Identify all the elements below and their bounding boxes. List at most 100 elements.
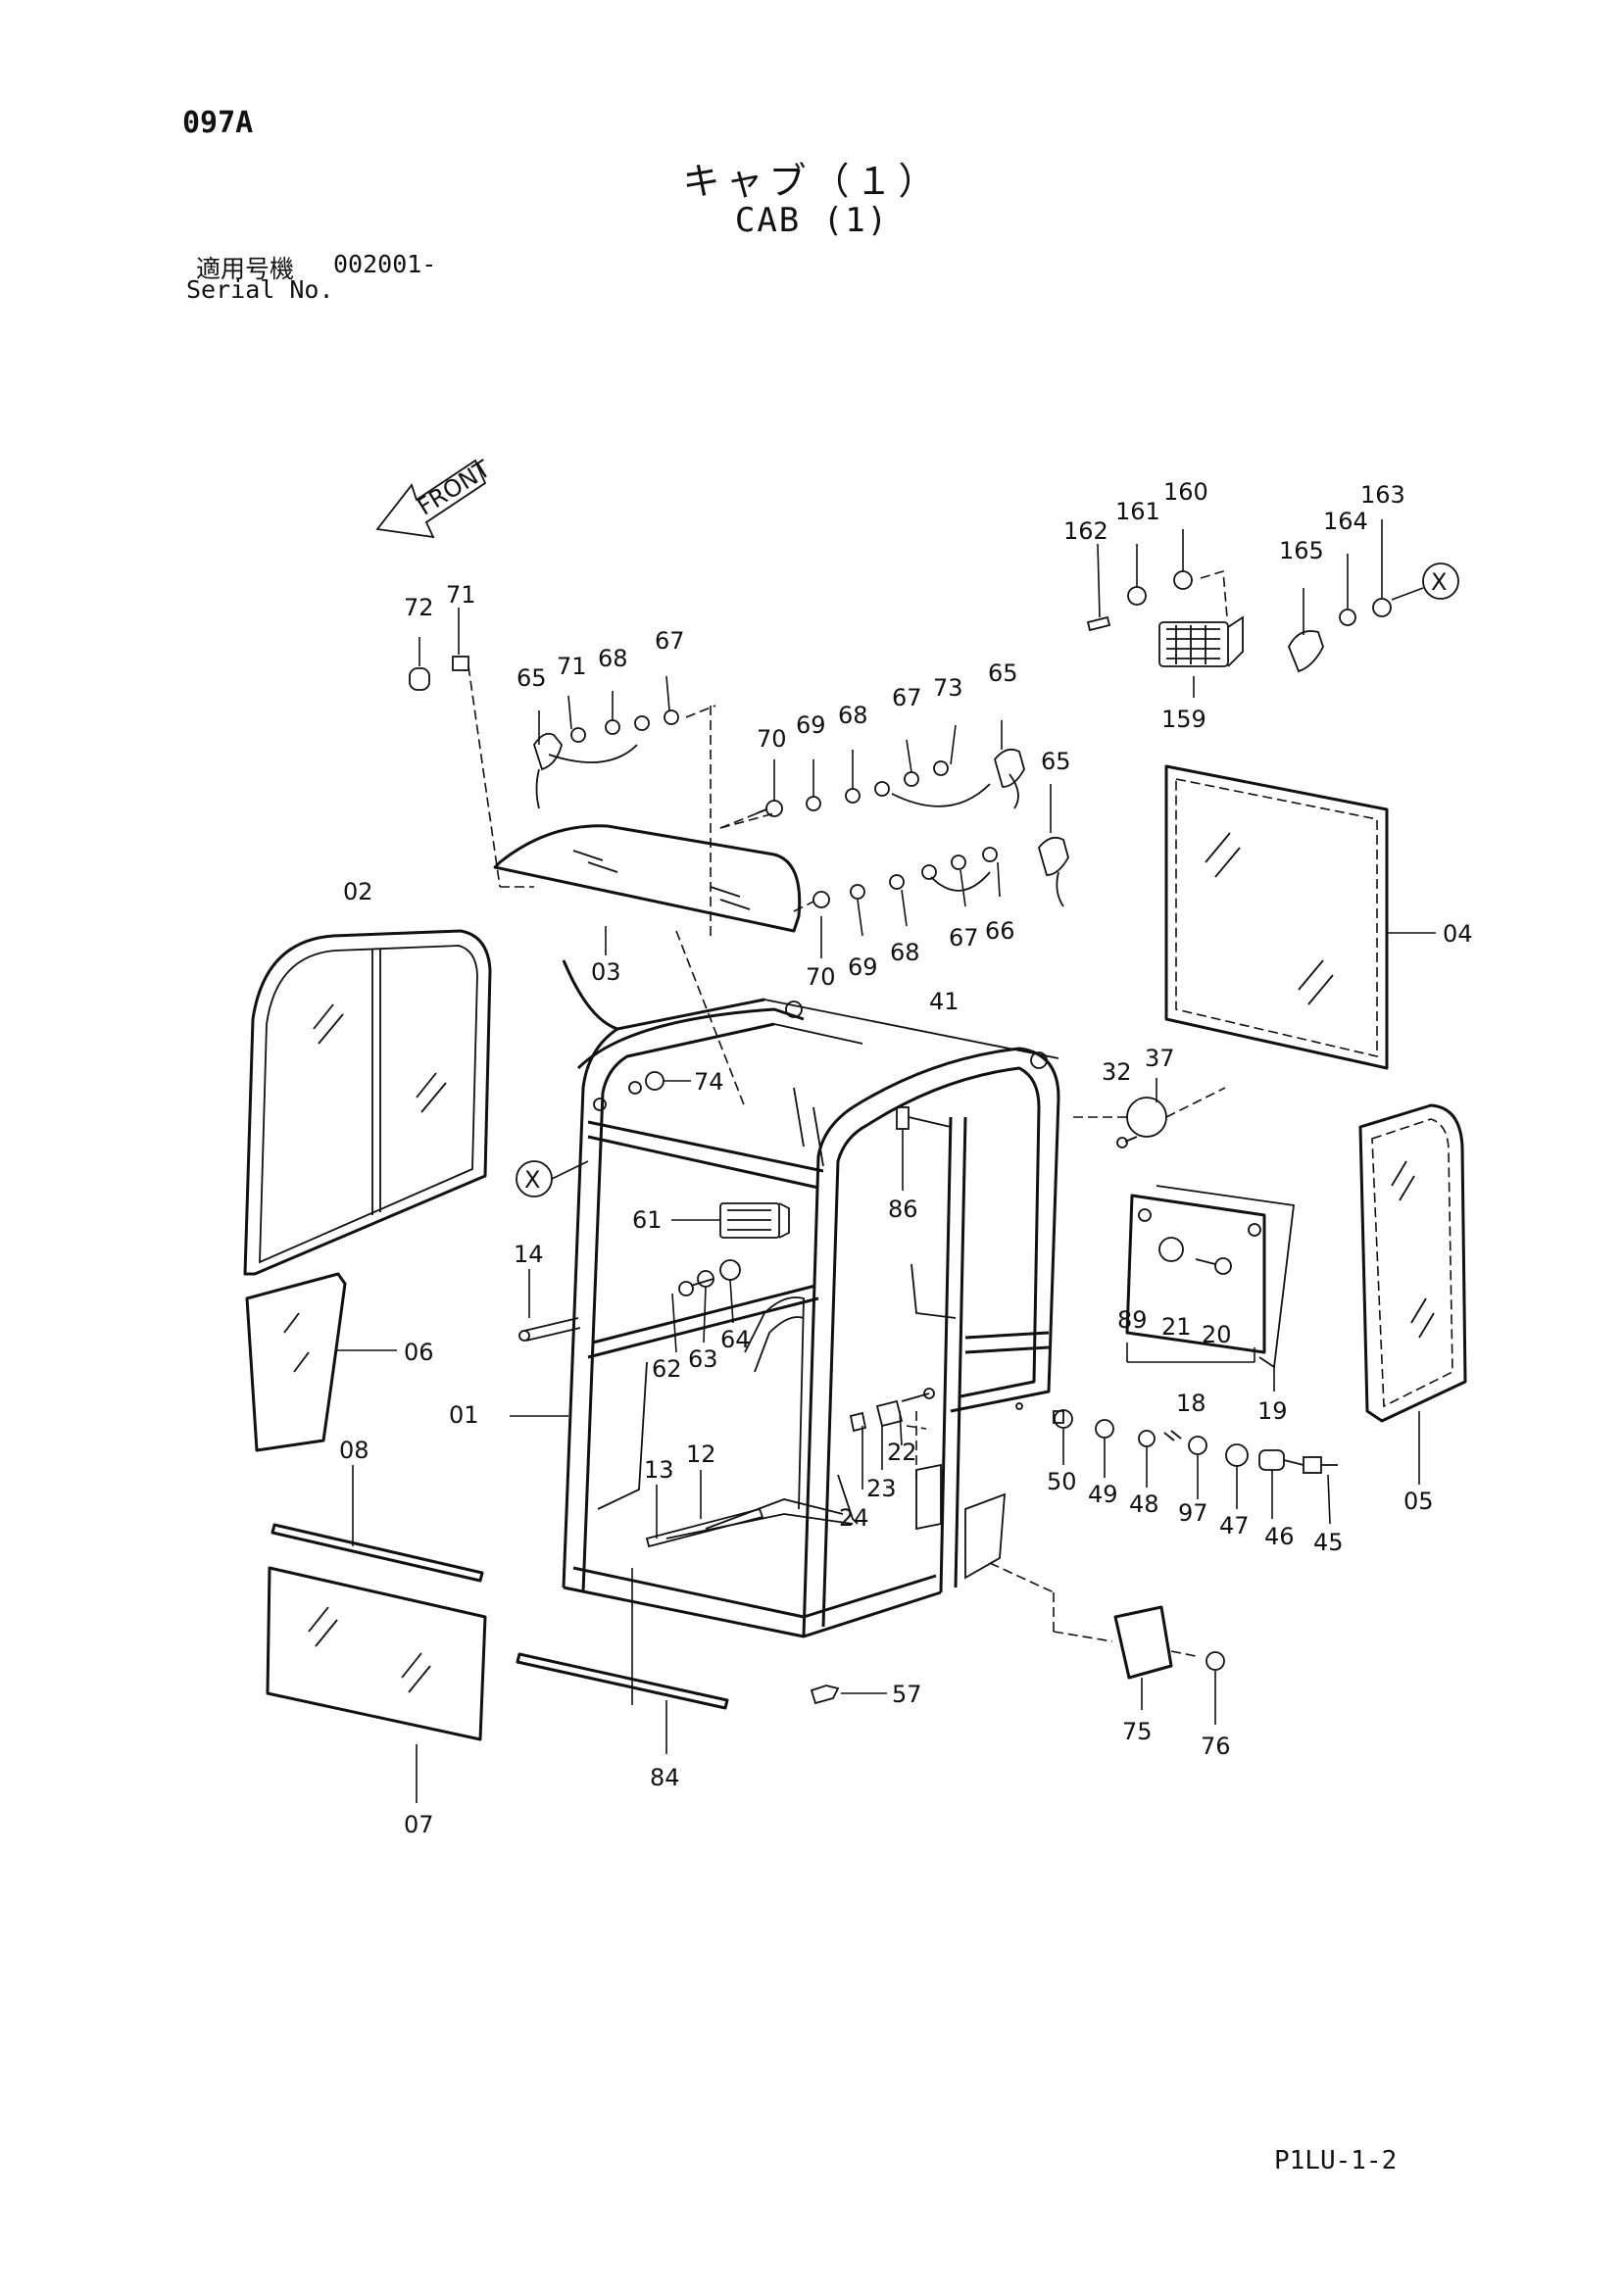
label-07: 07 [404, 1811, 434, 1838]
shaft-assembly-45-50 [1015, 1402, 1338, 1525]
serial-number-value: 002001- [333, 250, 437, 278]
seal-strip-84 [516, 1568, 729, 1754]
front-arrow-icon: FRONT [375, 455, 496, 539]
label-65a: 65 [517, 664, 547, 692]
label-97: 97 [1178, 1499, 1208, 1527]
label-75: 75 [1122, 1718, 1153, 1745]
work-light-harness-left [409, 608, 716, 936]
plate-75 [989, 1562, 1225, 1725]
label-160: 160 [1163, 478, 1208, 506]
label-46: 46 [1264, 1523, 1295, 1550]
label-06: 06 [404, 1339, 434, 1366]
cap-57 [810, 1685, 887, 1705]
label-86: 86 [888, 1196, 918, 1223]
callout-x-right: X [1391, 562, 1459, 601]
label-71b: 71 [557, 653, 587, 680]
label-12: 12 [686, 1441, 716, 1468]
label-67a: 67 [655, 627, 685, 655]
callout-x-right-label: X [1431, 568, 1447, 596]
label-67b: 67 [892, 684, 922, 711]
latch-22-24 [837, 1388, 935, 1525]
label-68b: 68 [838, 702, 868, 729]
label-20: 20 [1202, 1321, 1232, 1348]
front-lower-glass-07 [266, 1566, 487, 1803]
label-62: 62 [652, 1355, 682, 1383]
page-code: 097A [182, 106, 254, 140]
label-161: 161 [1115, 498, 1160, 525]
serial-label-english: Serial No. [186, 275, 334, 304]
stopper-74 [645, 1071, 691, 1091]
side-panel-18 [1125, 1185, 1295, 1392]
label-21: 21 [1161, 1313, 1192, 1341]
side-window-02 [243, 929, 492, 1276]
callout-x-left: X [516, 1160, 589, 1197]
label-02: 02 [343, 878, 373, 905]
work-light-harness-right [719, 720, 1069, 958]
label-72: 72 [404, 594, 434, 621]
callout-x-left-label: X [524, 1166, 540, 1194]
label-74: 74 [694, 1068, 724, 1096]
label-61: 61 [632, 1206, 663, 1234]
label-04: 04 [1443, 920, 1473, 948]
label-76: 76 [1201, 1733, 1231, 1760]
seal-strip-08 [271, 1465, 484, 1583]
label-47: 47 [1219, 1512, 1250, 1539]
door-glass-05 [1358, 1103, 1467, 1485]
rear-glass-04 [1164, 764, 1436, 1070]
page-title-english: CAB (1) [734, 201, 890, 240]
small-window-06 [245, 1272, 397, 1452]
page-title-japanese: キャブ（１） [682, 160, 942, 203]
cover-37 [1068, 1078, 1226, 1148]
rail-12-13 [645, 1470, 764, 1548]
label-162: 162 [1063, 517, 1108, 545]
label-65c: 65 [1041, 748, 1071, 775]
label-71a: 71 [446, 581, 476, 609]
label-164: 164 [1323, 508, 1368, 535]
cab-frame-01 [510, 959, 1060, 1638]
label-13: 13 [644, 1456, 674, 1484]
label-22: 22 [887, 1439, 917, 1466]
part-labels: 01 02 03 04 05 06 07 08 12 13 14 18 19 2… [339, 478, 1473, 1838]
label-23: 23 [866, 1475, 897, 1502]
label-68c: 68 [890, 939, 920, 966]
label-89: 89 [1117, 1306, 1148, 1334]
label-24: 24 [839, 1504, 869, 1532]
page-reference: P1LU-1-2 [1274, 2146, 1398, 2175]
label-163: 163 [1360, 481, 1405, 509]
label-63: 63 [688, 1345, 718, 1373]
label-41: 41 [929, 988, 960, 1015]
label-64: 64 [720, 1326, 751, 1353]
label-66: 66 [985, 917, 1015, 945]
label-14: 14 [514, 1241, 544, 1268]
label-08: 08 [339, 1437, 369, 1464]
label-165: 165 [1279, 537, 1324, 564]
label-65b: 65 [988, 659, 1018, 687]
bracket-86 [896, 1106, 952, 1191]
label-19: 19 [1257, 1397, 1288, 1425]
rear-light-assembly [1086, 519, 1392, 698]
pin-14 [518, 1269, 581, 1342]
label-50: 50 [1047, 1468, 1077, 1495]
label-03: 03 [591, 958, 621, 986]
label-49: 49 [1088, 1481, 1118, 1508]
label-84: 84 [650, 1764, 680, 1791]
roof-glass-03 [493, 812, 802, 1108]
label-18: 18 [1176, 1390, 1206, 1417]
front-arrow-label: FRONT [413, 455, 496, 520]
label-67c: 67 [949, 924, 979, 952]
label-48: 48 [1129, 1490, 1159, 1518]
label-37: 37 [1145, 1045, 1175, 1072]
label-69a: 69 [796, 711, 826, 739]
label-57: 57 [892, 1681, 922, 1708]
cab-light-61 [671, 1202, 790, 1353]
label-68a: 68 [598, 645, 628, 672]
label-69b: 69 [848, 953, 878, 981]
label-73: 73 [933, 674, 963, 702]
label-70b: 70 [806, 963, 836, 991]
label-45: 45 [1313, 1529, 1344, 1556]
serial-label-japanese: 適用号機 [196, 255, 295, 283]
label-70a: 70 [757, 725, 787, 753]
label-01: 01 [449, 1401, 479, 1429]
label-05: 05 [1403, 1488, 1434, 1515]
